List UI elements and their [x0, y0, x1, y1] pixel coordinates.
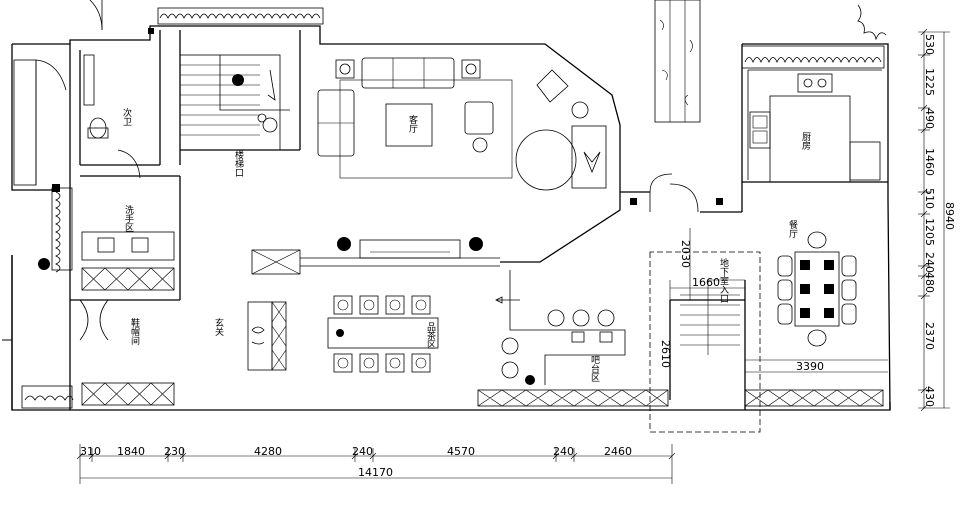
storage-cabinet-icon: [81, 267, 884, 407]
room-label-tea: 品茶区: [425, 322, 436, 349]
dim-right-3: 1460: [923, 148, 936, 176]
dim-bottom-3: 4280: [254, 445, 282, 458]
door-swings: [2, 0, 699, 341]
inner-dimensions: [669, 228, 888, 400]
sofa-icon: [317, 57, 455, 157]
dim-right-0: 530: [923, 34, 936, 55]
shower-icon: [83, 54, 95, 106]
room-label-living: 客厅: [407, 114, 418, 133]
plant-icon: [38, 74, 535, 385]
top-hedge-icon: [157, 7, 324, 25]
room-label-shoe-room: 鞋帽间: [129, 317, 140, 346]
dim-bottom-4: 240: [352, 445, 373, 458]
room-label-foyer: 玄关: [213, 317, 224, 337]
bar-counter-icon: [495, 270, 626, 385]
dim-right-4: 510: [923, 188, 936, 209]
stair-basement: [680, 279, 745, 355]
dim-right-5: 1205: [923, 218, 936, 246]
dim-right-7: 480: [923, 272, 936, 293]
dining-table-icon: [777, 231, 857, 347]
right-hedge-icon: [741, 4, 887, 69]
exterior-walls: [11, 25, 891, 433]
tv-cabinet-icon: [300, 239, 500, 267]
dim-right-9: 430: [923, 386, 936, 407]
room-label-kitchen: 厨房: [800, 132, 811, 151]
kitchen-counter-icon: [747, 69, 882, 183]
window-marks: [52, 28, 723, 205]
dim-right-2: 490: [923, 108, 936, 129]
dim-bottom-5: 4570: [447, 445, 475, 458]
round-table-icon: [515, 129, 577, 191]
dim-right-total: 8940: [943, 202, 956, 230]
foyer-cabinet-icon: [247, 301, 287, 371]
toilet-icon: [87, 117, 109, 139]
deck-planks: [654, 0, 701, 123]
room-label-bathroom: 次卫: [121, 107, 132, 126]
living-area-outline: [339, 79, 513, 179]
dim-right-8: 2370: [923, 322, 936, 350]
dim-bottom-0: 310: [80, 445, 101, 458]
dim-right-6: 240: [923, 252, 936, 273]
side-table-icon: [335, 59, 481, 79]
dim-dining-w: 3390: [796, 360, 824, 373]
stair-left: [179, 54, 290, 151]
dim-bottom-6: 240: [553, 445, 574, 458]
washbasin-icon: [81, 231, 175, 261]
left-hedge-icon: [21, 187, 74, 409]
right-dimension-chain: [918, 28, 950, 412]
daybed-icon: [571, 125, 607, 189]
room-label-dining: 餐厅: [787, 219, 798, 238]
armchair-icon: [464, 69, 589, 153]
room-label-stair-entry: 楼梯口: [233, 149, 244, 177]
display-cabinet-icon: [251, 249, 301, 275]
tea-table-icon: [327, 295, 439, 373]
dim-stair-w: 1660: [692, 276, 720, 289]
dim-bottom-2: 230: [164, 445, 185, 458]
dim-right-1: 1225: [923, 68, 936, 96]
dim-bottom-total: 14170: [358, 466, 393, 479]
dim-bottom-1: 1840: [117, 445, 145, 458]
coffee-table-icon: [385, 103, 433, 147]
room-label-basement-entry: 地下室入口: [718, 257, 729, 303]
dim-bottom-7: 2460: [604, 445, 632, 458]
bottom-dimension-chain: [76, 444, 676, 484]
room-label-washbasin: 洗手区: [123, 204, 134, 232]
dim-stair-h: 2030: [679, 240, 692, 268]
room-label-bar: 吧台区: [589, 355, 600, 382]
dim-stair-len: 2610: [659, 340, 672, 368]
